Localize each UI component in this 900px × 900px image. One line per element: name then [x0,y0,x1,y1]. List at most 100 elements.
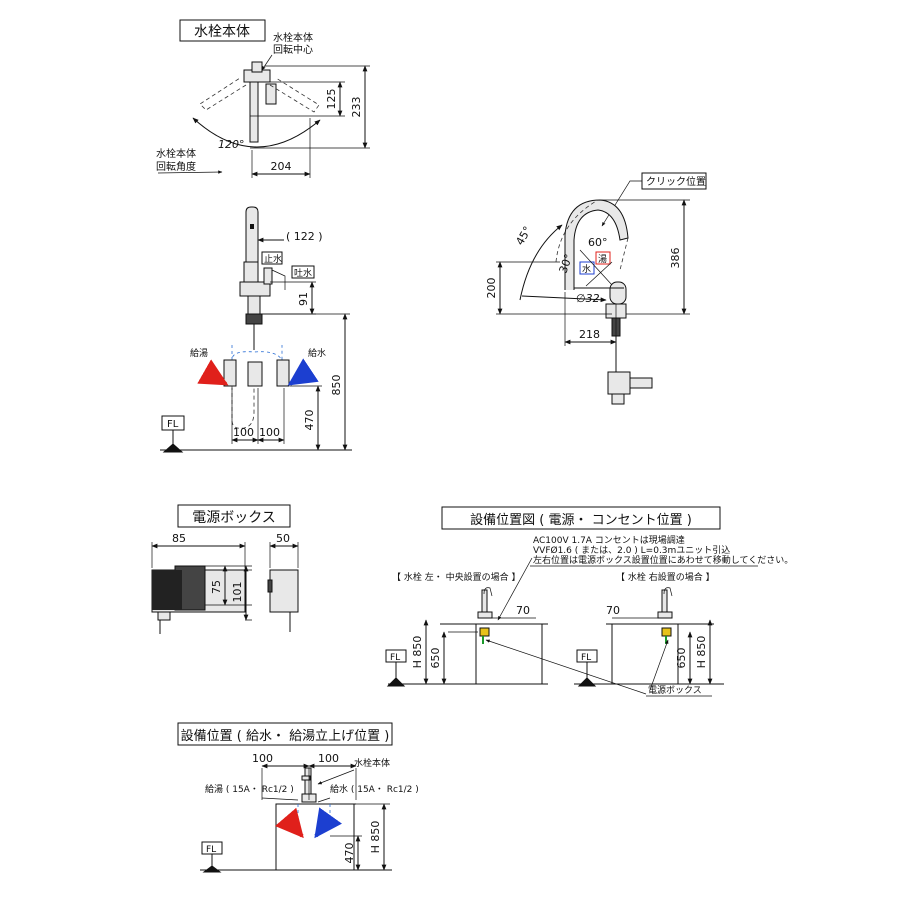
dim-h850-right: H 850 [695,636,708,669]
supply-dim-100b: 100 [318,752,339,765]
valve-outlet-side [629,377,653,389]
dim-125: 125 [325,89,338,110]
spout-water-box [291,265,315,279]
supply-faucet-lever [301,775,311,781]
hot-mark: 湯 [598,254,607,265]
power-box-leader-left [485,639,647,695]
dim-32: ∅32 [576,292,600,305]
rotation-angle-line1: 水栓本体 [156,147,196,160]
dim-200-ext [496,261,612,315]
supply-dim-h850: H 850 [369,821,382,854]
drain-loop [231,386,255,429]
supply-hot-leader [261,797,299,801]
supply-cold-leader [317,797,331,803]
power-note-leader [497,557,533,621]
hot-arrow [197,359,229,386]
side-view: クリック位置 45° 60° 30° 水 湯 200 386 ∅32 [485,172,707,405]
title-box-power-box [177,504,291,528]
fl-symbol-front [162,430,184,453]
dim-386-ext [600,199,690,315]
supply-cold-label: 給水 ( 15A・ Rc1/2 ) [330,783,419,795]
angle-60: 60° [588,236,608,249]
top-ext-lines [250,65,370,149]
rotation-center-line2: 回転中心 [273,43,313,56]
supply-hot-arrow [274,807,304,839]
front-view: ( 122 ) 止水 吐水 91 給湯 給水 FL 850 470 [160,206,352,453]
title-supply-position: 設備位置 ( 給水・ 給湯立上げ位置 ) [181,728,390,744]
power-note-2: VVFØ1.6 ( または、2.0 ) L=0.3mユニット引込 [533,545,730,556]
angle-30: 30° [557,252,576,275]
right-faucet [661,589,668,615]
arc-45 [519,224,563,301]
supply-position-view: 設備位置 ( 給水・ 給湯立上げ位置 ) 100 100 水栓本体 給湯 ( 1… [177,722,419,873]
power-position-view: 設備位置図 ( 電源・ コンセント位置 ) AC100V 1.7A コンセントは… [385,506,793,697]
title-power-position: 設備位置図 ( 電源・ コンセント位置 ) [470,512,692,528]
stop-water-label: 止水 [264,253,282,265]
faucet-body-side [609,281,627,305]
supply-dim-100a: 100 [252,752,273,765]
title-box-supply-position [177,722,393,746]
dim-200: 200 [485,278,498,299]
center-valve [247,361,263,387]
rotation-center-leader [261,54,273,71]
dim-100-ext [231,388,285,444]
supply-faucet-body-label: 水栓本体 [354,757,390,769]
left-box-marker [479,627,490,637]
lever-path [271,269,286,290]
faucet-cap [251,61,263,73]
dim-650-left: 650 [429,648,442,669]
dim-204: 204 [271,160,292,173]
spout-swing-45 [555,199,599,263]
stop-water-box [261,251,283,265]
power-box-side-clip [267,579,273,593]
dim-218: 218 [579,328,600,341]
title-faucet-body: 水栓本体 [194,24,250,40]
dim-850: 850 [330,375,343,396]
supply-hot-label: 給湯 ( 15A・ Rc1/2 ) [205,783,294,795]
dim-50: 50 [276,532,290,545]
spout-water-label: 吐水 [294,267,312,279]
left-faucet-base [477,611,493,619]
lever-top [265,83,277,105]
dim-122: ( 122 ) [286,230,323,243]
power-box-leader-right [649,639,669,691]
supply-faucet [304,767,312,795]
title-box-faucet-body [179,19,266,42]
dim-386: 386 [669,248,682,269]
fl-left: FL [390,653,400,663]
rotation-center-line1: 水栓本体 [273,31,313,44]
lever-front [263,267,273,285]
fl-symbol-supply [202,854,222,873]
cold-arrow [287,358,319,386]
fl-supply: FL [206,845,216,855]
right-case-label: 【 水栓 右設置の場合 】 [616,571,715,583]
title-box-power-position [441,506,721,530]
power-box-view: 電源ボックス 85 50 75 101 [151,504,299,634]
dim-100a: 100 [233,426,254,439]
supply-faucet-body-leader [317,769,355,785]
spout-mark [250,224,254,229]
left-faucet-spout [483,587,493,597]
shank-nut [245,313,263,325]
power-note-3: 左右位置は電源ボックス設置位置にあわせて移動してください。 [533,554,793,566]
cold-mark: 水 [582,263,591,275]
gooseneck-spout [564,199,629,290]
hot-mark-box [595,251,611,265]
power-box-front-face [152,570,182,610]
rotation-angle-value: 120° [218,138,245,151]
valve-bottom-side [611,393,625,405]
dim-470: 470 [303,410,316,431]
hot-supply-label: 給湯 [190,347,208,359]
cold-valve [276,359,290,387]
dim-32-leader [521,295,607,303]
dim-70-left: 70 [516,604,530,617]
click-position-label: クリック位置 [646,175,706,188]
fl-symbol-right [577,662,597,687]
angle-45: 45° [513,224,534,247]
rotation-arc [192,117,321,148]
supply-dim-470: 470 [343,843,356,864]
left-faucet [481,589,488,615]
fl-right: FL [581,653,591,663]
dim-218-ext [564,292,617,346]
dim-85: 85 [172,532,186,545]
